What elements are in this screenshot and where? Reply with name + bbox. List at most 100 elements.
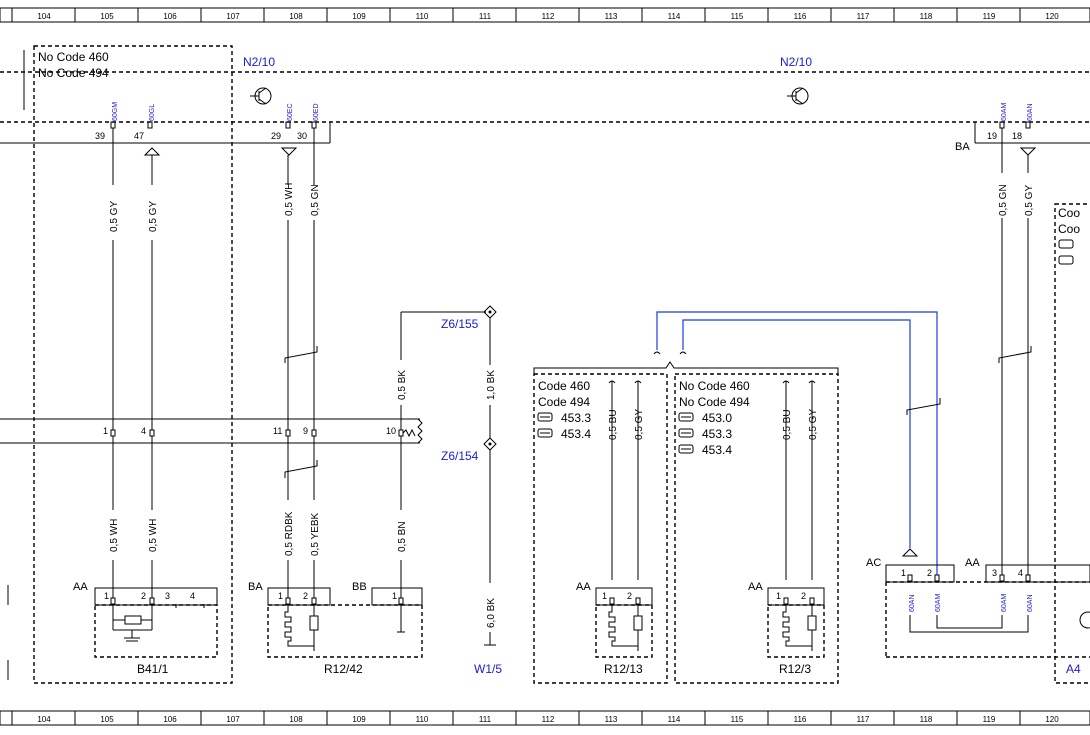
ruler-col: 119 [983,715,996,724]
frame-code-line: Coo [1058,222,1080,236]
ruler-col: 119 [983,12,996,21]
vehicle-model: 453.3 [561,411,591,425]
lower-wires [112,311,486,598]
pin-number: 1 [278,591,283,601]
harness-band: 1 4 11 9 10 [0,418,423,444]
connector-label: BA [248,581,263,593]
pin-number: 10 [386,426,396,436]
signal-code: 60ED [313,103,320,121]
ruler-col: 105 [100,12,114,21]
signal-code: 60AN [1027,594,1034,612]
pin-number: 1 [103,426,108,436]
signal-code: 60GL [149,104,156,121]
transistor-icon [787,87,809,105]
vehicle-icon [678,412,694,422]
signal-code: 60AM [1001,594,1008,612]
ruler-col: 112 [542,12,555,21]
ruler-col: 106 [163,715,177,724]
wire-label: 0,5 GY [1024,185,1035,216]
ruler-col: 109 [352,12,366,21]
vehicle-icon [678,444,694,454]
wire-label: 1,0 BK [486,370,497,400]
pin-number: 1 [392,591,397,601]
connector-label: AC [866,557,881,569]
ruler-col: 116 [794,715,807,724]
wire-label: 0,5 RDBK [284,511,295,556]
pin-number: 2 [141,591,146,601]
pin-number: 4 [141,426,146,436]
pin-number: 2 [801,591,806,601]
signal-code: 60AM [1001,103,1008,121]
pin-number: 1 [901,568,906,578]
vehicle-model: 453.4 [702,443,732,457]
pin-number: 1 [776,591,781,601]
ruler-col: 104 [37,715,51,724]
ruler-col: 116 [794,12,807,21]
ruler-col: 118 [920,12,933,21]
n2-pins: 39 47 29 30 19 18 60GM 60GL 60EC 60ED 60… [95,102,1037,156]
frame-code-line: No Code 494 [679,395,750,409]
splice-label: Z6/154 [441,449,479,463]
frame-code-line: No Code 460 [38,50,109,64]
vehicle-icon [678,428,694,438]
arrow-up-icon [901,548,919,557]
wire-label: 0,5 GY [109,201,120,232]
transistor-icon [1079,611,1090,629]
module-label-n2-right: N2/10 [780,55,812,69]
ruler-col: 108 [289,12,303,21]
ruler-col: 106 [163,12,177,21]
wire-label: 0,5 BN [397,521,408,552]
frame-code-line: Code 494 [538,395,590,409]
frame-code-line: Code 460 [538,379,590,393]
signal-code: 60AM [935,594,942,612]
ruler-col: 115 [731,715,744,724]
upper-wires [112,128,1032,575]
wire-label: 0,5 BK [397,370,408,400]
pin-number: 1 [104,591,109,601]
ruler-col: 109 [352,715,366,724]
pin-number: 1 [602,591,607,601]
pin-number: 3 [165,591,170,601]
ruler-col: 112 [542,715,555,724]
wire-label: 0,5 GY [808,409,819,440]
ruler-col: 110 [416,12,429,21]
vehicle-model: 453.0 [702,411,732,425]
ruler-col: 120 [1045,12,1059,21]
splice-label: Z6/155 [441,317,479,331]
connector-label: AA [73,581,88,593]
splice-icon [483,437,497,451]
component-label: R12/13 [604,662,643,676]
ruler-col: 111 [479,12,492,21]
ground-label: W1/5 [474,662,502,676]
connector-label: BB [352,581,367,593]
connector-label: BA [955,141,970,153]
ruler-col: 118 [920,715,933,724]
pin-number: 2 [927,568,932,578]
pin-number: 30 [297,131,307,141]
vehicle-icon [537,412,553,422]
connector-label: AA [965,557,980,569]
pin-number: 9 [303,426,308,436]
component-label: R12/42 [324,662,363,676]
ruler-bottom: 104 105 106 107 108 109 110 111 112 113 … [0,710,1090,726]
ruler-col: 108 [289,715,303,724]
pin-number: 39 [95,131,105,141]
ruler-col: 117 [857,715,870,724]
heater-element-icon [284,604,405,651]
wire-label: 0,5 WH [284,183,295,216]
connector-label: AA [576,581,591,593]
ruler-col: 120 [1045,715,1059,724]
pin-number: 3 [992,568,997,578]
vehicle-icon [1058,239,1074,265]
vehicle-model: 453.4 [561,427,591,441]
ruler-col: 107 [226,715,240,724]
pin-number: 19 [987,131,997,141]
wire-label: 0,5 GN [998,184,1009,216]
wire-label: 0,5 GY [634,409,645,440]
signal-code: 60EC [287,103,294,121]
wire-label: 0,5 YEBK [310,512,321,556]
r12-3-component: AA 1 2 R12/3 [748,581,825,676]
ruler-col: 113 [605,715,618,724]
ruler-col: 115 [731,12,744,21]
b41-option-frame: No Code 460 No Code 494 [33,45,233,684]
